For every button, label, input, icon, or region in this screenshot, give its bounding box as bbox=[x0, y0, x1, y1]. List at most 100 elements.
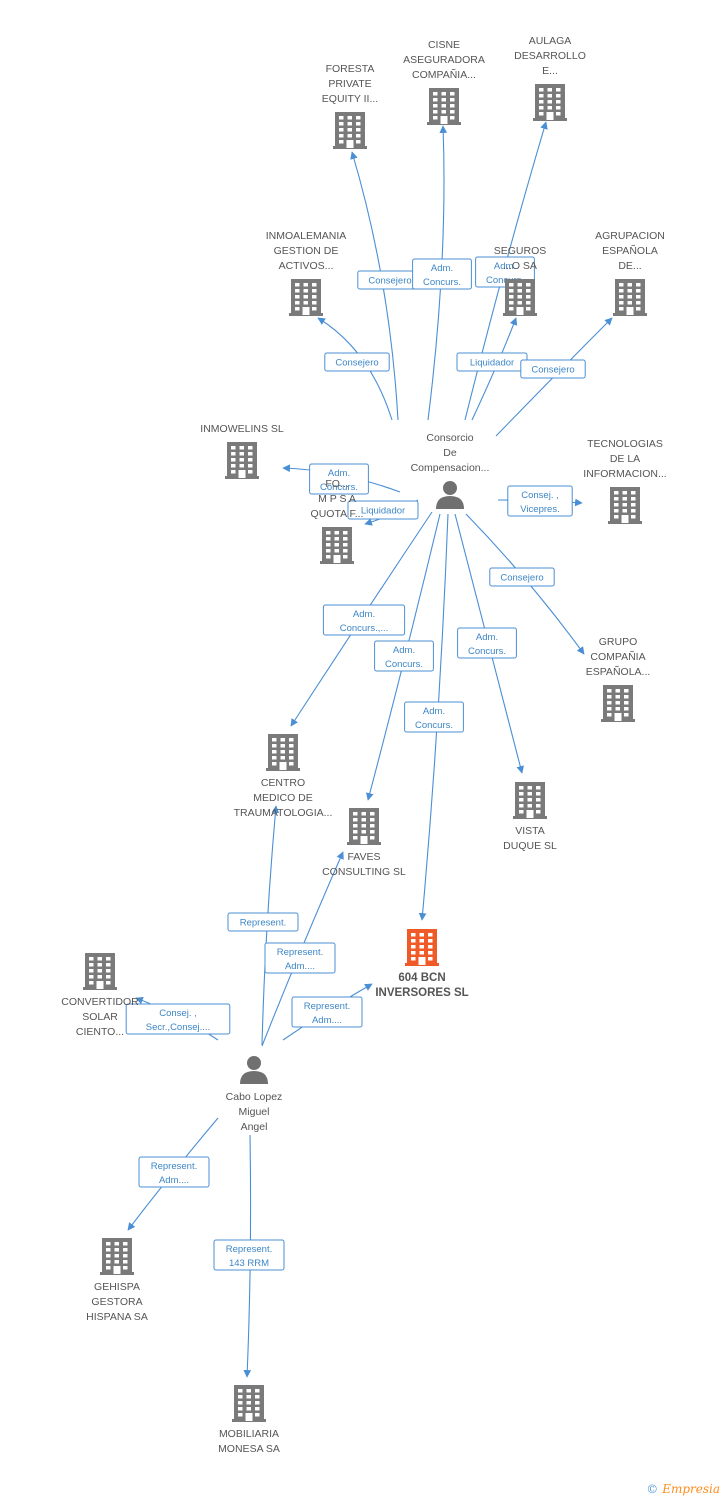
node-consorcio[interactable]: ConsorcioDeCompensacion... bbox=[411, 432, 490, 509]
edge-label-box bbox=[322, 604, 406, 636]
node-label: Miguel bbox=[239, 1106, 270, 1118]
edge-label-text: Represent. bbox=[151, 1161, 197, 1172]
node-grupo[interactable]: GRUPOCOMPAÑIAESPAÑOLA... bbox=[586, 636, 651, 722]
node-convertidor[interactable]: CONVERTIDORSOLARCIENTO... bbox=[61, 953, 139, 1038]
edge-label-consorcio-tecnologias[interactable]: Consej. ,Vicepres. bbox=[507, 485, 573, 517]
node-bcn604[interactable]: 604 BCN INVERSORES SL bbox=[375, 929, 469, 999]
node-label: ACTIVOS... bbox=[279, 260, 334, 272]
edge-label-box bbox=[264, 942, 336, 974]
edge-label-consorcio-seguros[interactable]: Liquidador bbox=[456, 352, 528, 372]
edge-label-box bbox=[347, 500, 419, 520]
edge-label-cabo-faves[interactable]: Represent.Adm.... bbox=[264, 942, 336, 974]
edge-label-text: Represent. bbox=[240, 918, 286, 929]
edge-label-box bbox=[520, 359, 586, 379]
building-icon bbox=[533, 84, 567, 121]
node-vista[interactable]: VISTA DUQUE SL bbox=[503, 782, 557, 852]
node-label: AGRUPACION bbox=[595, 230, 665, 242]
node-label: CENTRO bbox=[261, 777, 305, 789]
node-label: GRUPO bbox=[599, 636, 638, 648]
node-cisne[interactable]: CISNEASEGURADORACOMPAÑIA... bbox=[403, 39, 485, 125]
edge-label-text: Secr.,Consej.... bbox=[146, 1022, 210, 1033]
edge-label-consorcio-inmoalemania[interactable]: Consejero bbox=[324, 352, 390, 372]
node-label: DUQUE SL bbox=[503, 840, 557, 852]
edge-label-text: Adm.... bbox=[285, 961, 315, 972]
node-label: Angel bbox=[241, 1121, 268, 1133]
edge-label-text: Adm. bbox=[431, 263, 453, 274]
credit[interactable]: ©Empresia bbox=[646, 1482, 720, 1496]
building-icon bbox=[608, 487, 642, 524]
node-label: CONSULTING SL bbox=[322, 866, 406, 878]
node-mobiliaria[interactable]: MOBILIARIA MONESA SA bbox=[218, 1385, 280, 1455]
building-icon bbox=[405, 929, 439, 966]
node-label: GEHISPA bbox=[94, 1281, 140, 1293]
edge-label-consorcio-grupo[interactable]: Consejero bbox=[489, 567, 555, 587]
edge-label-consorcio-faves[interactable]: Adm.Concurs. bbox=[374, 640, 434, 672]
edge-label-text: Concurs.,... bbox=[340, 623, 389, 634]
edge-label-box bbox=[309, 463, 369, 495]
node-label: COMPAÑIA... bbox=[412, 68, 476, 81]
building-icon bbox=[503, 279, 537, 316]
edge-label-text: 143 RRM bbox=[229, 1258, 269, 1269]
edge-label-cabo-gehispa[interactable]: Represent.Adm.... bbox=[138, 1156, 210, 1188]
building-icon bbox=[333, 112, 367, 149]
edge-label-text: Adm. bbox=[353, 609, 375, 620]
node-label: M P S A bbox=[318, 493, 356, 505]
building-icon bbox=[613, 279, 647, 316]
person-icon bbox=[240, 1056, 268, 1084]
node-inmowelins[interactable]: INMOWELINS SL bbox=[200, 423, 284, 479]
node-label: TECNOLOGIAS bbox=[587, 438, 663, 450]
edge-label-text: Concurs. bbox=[423, 277, 461, 288]
edge-label-box bbox=[227, 912, 299, 932]
edge-label-cabo-mobiliaria[interactable]: Represent.143 RRM bbox=[213, 1239, 285, 1271]
edge-label-consorcio-inmowelins[interactable]: Adm.Concurs. bbox=[309, 463, 369, 495]
edge-label-text: Adm. bbox=[476, 632, 498, 643]
node-aulaga[interactable]: AULAGADESARROLLOE... bbox=[514, 35, 586, 121]
edge-label-text: Adm.... bbox=[312, 1015, 342, 1026]
edge-label-consorcio-centro[interactable]: Adm. Concurs.,... bbox=[322, 604, 406, 636]
node-label: FORESTA bbox=[326, 63, 375, 75]
edge-label-consorcio-bcn604[interactable]: Adm.Concurs. bbox=[404, 701, 464, 733]
node-label: De bbox=[443, 447, 457, 459]
edge-label-consorcio-vista[interactable]: Adm.Concurs. bbox=[457, 627, 517, 659]
node-seguros[interactable]: SEGUROS ...O SA bbox=[494, 245, 547, 316]
edge-label-consorcio-cisne[interactable]: Adm. Concurs. bbox=[412, 258, 472, 290]
edge-label-cabo-convertidor[interactable]: Consej. ,Secr.,Consej.... bbox=[125, 1003, 231, 1035]
node-label: INVERSORES SL bbox=[375, 987, 468, 999]
node-label: PRIVATE bbox=[328, 78, 371, 90]
node-label: MONESA SA bbox=[218, 1443, 280, 1455]
node-label: ASEGURADORA bbox=[403, 54, 485, 66]
building-icon bbox=[513, 782, 547, 819]
edge-label-box bbox=[507, 485, 573, 517]
edge-label-cabo-centro[interactable]: Represent. bbox=[227, 912, 299, 932]
node-agrupacion[interactable]: AGRUPACIONESPAÑOLADE... bbox=[595, 230, 665, 316]
node-label: ESPAÑOLA... bbox=[586, 665, 651, 678]
node-label: SEGUROS bbox=[494, 245, 547, 257]
edge-label-consorcio-agrupacion[interactable]: Consejero bbox=[520, 359, 586, 379]
edge-label-consorcio-fo_mpsa[interactable]: Liquidador bbox=[347, 500, 419, 520]
copyright-symbol: © bbox=[646, 1482, 659, 1496]
edge-label-text: Adm. bbox=[328, 468, 350, 479]
building-icon bbox=[347, 808, 381, 845]
edge-label-consorcio-foresta[interactable]: Consejero bbox=[357, 270, 423, 290]
node-label: SOLAR bbox=[82, 1011, 118, 1023]
node-label: VISTA bbox=[515, 825, 545, 837]
person-icon bbox=[436, 481, 464, 509]
node-label: 604 BCN bbox=[398, 972, 445, 984]
brand-logo: Empresia bbox=[662, 1482, 720, 1496]
node-label: ...O SA bbox=[503, 260, 537, 272]
node-label: TRAUMATOLOGIA... bbox=[234, 807, 333, 819]
edge-label-text: Vicepres. bbox=[520, 504, 559, 515]
node-label: DE... bbox=[618, 260, 641, 272]
node-label: Cabo Lopez bbox=[226, 1091, 283, 1103]
edge-label-cabo-bcn604[interactable]: Represent.Adm.... bbox=[291, 996, 363, 1028]
node-label: MOBILIARIA bbox=[219, 1428, 279, 1440]
